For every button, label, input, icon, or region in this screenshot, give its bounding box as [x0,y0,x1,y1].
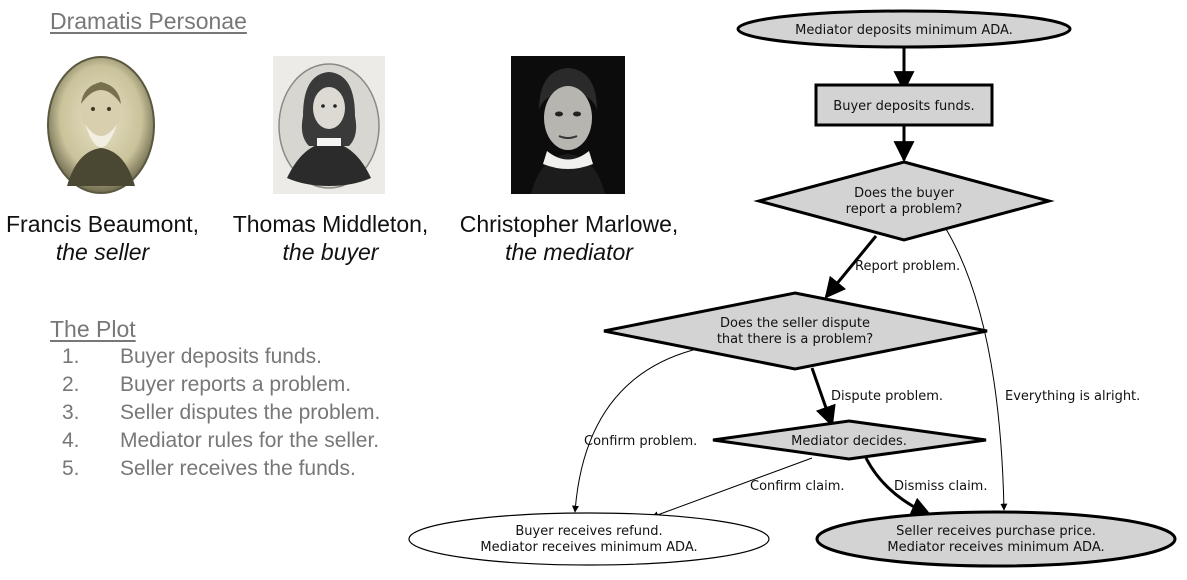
node-buyer-refund-line2: Mediator receives minimum ADA. [480,540,697,555]
node-start-label: Mediator deposits minimum ADA. [795,23,1013,38]
bearded-man-portrait-icon [47,56,155,194]
node-seller-question [603,291,988,371]
step-number: 1. [62,345,80,368]
plot-heading: The Plot [50,316,136,342]
character-caption-mediator: Christopher Marlowe, the mediator [455,210,683,266]
step-text: Seller receives the funds. [120,457,356,480]
node-mediator-decides-label: Mediator decides. [791,434,907,449]
step-text: Seller disputes the problem. [120,401,381,424]
step-text: Mediator rules for the seller. [120,429,380,452]
node-mediator-decides [712,419,987,461]
edge-everything-alright [945,228,1008,511]
character-name: Christopher Marlowe, [459,211,679,237]
step-number: 5. [62,457,80,480]
edge-confirm-claim [651,457,813,519]
plot-step: 4. Mediator rules for the seller. [62,427,380,455]
plot-step: 1. Buyer deposits funds. [62,343,380,371]
edge-label-dispute: Dispute problem. [831,389,943,404]
step-number: 2. [62,373,80,396]
node-buyer-question-line1: Does the buyer [854,186,955,201]
dramatis-personae-heading: Dramatis Personae [50,8,247,34]
edge-label-confirm-problem: Confirm problem. [584,434,697,449]
long-haired-man-portrait-icon [273,56,385,194]
character-role: the buyer [282,239,379,265]
node-buyer-question-line2: report a problem? [846,202,963,217]
edge-label-alright: Everything is alright. [1005,389,1140,404]
plot-step: 2. Buyer reports a problem. [62,371,380,399]
edge-label-dismiss-claim: Dismiss claim. [894,479,987,494]
step-text: Buyer reports a problem. [120,373,352,396]
node-start [736,9,1072,49]
character-name: Francis Beaumont, [5,211,200,237]
node-deposit [814,83,994,127]
edge-confirm-problem [571,349,694,513]
edge-label-confirm-claim: Confirm claim. [750,479,845,494]
character-caption-seller: Francis Beaumont, the seller [0,210,205,266]
node-seller-question-line1: Does the seller dispute [720,316,870,331]
node-seller-price [815,510,1177,568]
character-role: the mediator [505,239,633,265]
character-caption-buyer: Thomas Middleton, the buyer [228,210,433,266]
edge-dismiss-claim [864,457,932,517]
plot-step: 5. Seller receives the funds. [62,455,380,483]
node-seller-question-line2: that there is a problem? [717,332,873,347]
plot-step: 3. Seller disputes the problem. [62,399,380,427]
edge-report-problem [824,235,878,299]
plot-steps-list: 1. Buyer deposits funds. 2. Buyer reports … [62,343,380,483]
node-seller-price-line2: Mediator receives minimum ADA. [887,540,1104,555]
step-number: 4. [62,429,80,452]
node-seller-price-line1: Seller receives purchase price. [896,524,1096,539]
edge-dispute-problem [810,367,836,427]
character-role: the seller [55,239,150,265]
node-deposit-label: Buyer deposits funds. [833,99,974,114]
step-number: 3. [62,401,80,424]
step-text: Buyer deposits funds. [120,345,322,368]
node-buyer-refund-line1: Buyer receives refund. [515,524,662,539]
node-buyer-question [753,160,1055,242]
young-man-portrait-icon [511,56,625,194]
character-name: Thomas Middleton, [232,211,429,237]
node-buyer-refund [408,512,770,566]
edge-label-report: Report problem. [855,259,960,274]
